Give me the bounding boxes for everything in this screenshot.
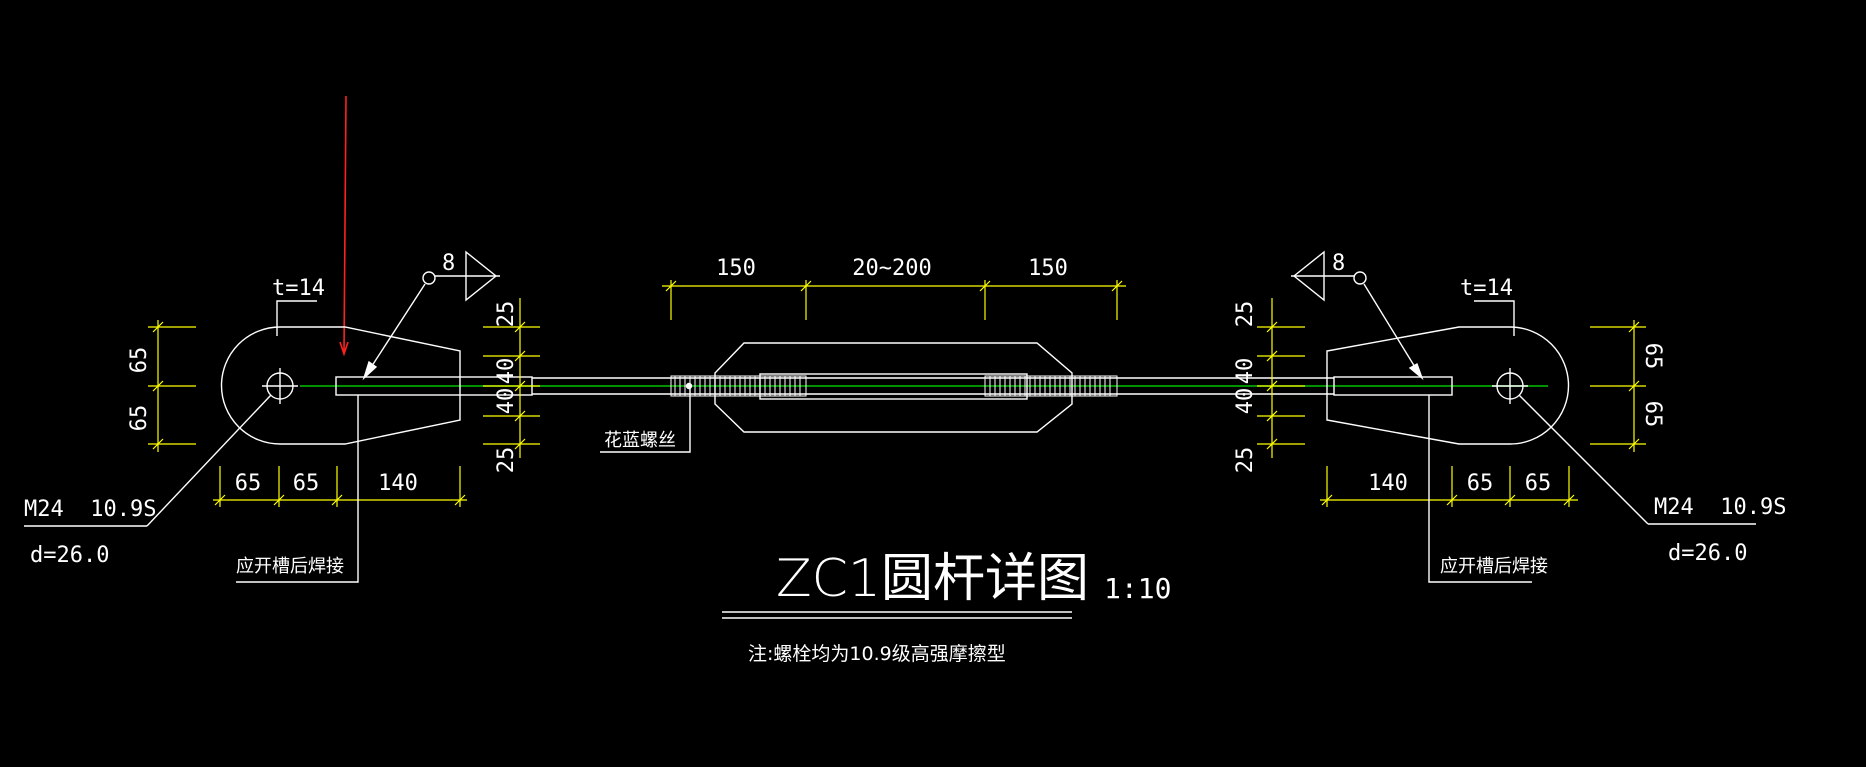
right-hdim-2: 65 <box>1467 471 1494 496</box>
right-hdim-1: 140 <box>1368 471 1408 496</box>
turnbuckle-dim-1: 150 <box>716 256 756 281</box>
left-bolt-hole <box>262 368 298 404</box>
right-thickness-label: t=14 <box>1460 276 1513 301</box>
right-plate-slot <box>1333 376 1453 396</box>
right-weld-size: 8 <box>1332 251 1345 276</box>
right-horizontal-dimension <box>1320 466 1578 507</box>
left-bolt-leader <box>24 394 272 527</box>
right-hole-label: d=26.0 <box>1668 541 1747 566</box>
turnbuckle-dimension <box>662 280 1126 320</box>
drawing-scale: 1:10 <box>1104 572 1171 605</box>
left-rod-dim-2: 40 <box>494 358 519 385</box>
left-thickness-leader <box>276 300 317 336</box>
turnbuckle-threads <box>670 375 1118 397</box>
right-thickness-leader <box>1474 300 1515 336</box>
left-hole-label: d=26.0 <box>30 543 109 568</box>
round-rod <box>532 377 1334 395</box>
left-bolt-label: M24 10.9S <box>24 497 156 522</box>
title-underline <box>722 611 1072 619</box>
right-vertical-dimension <box>1590 320 1646 452</box>
drawing-title: ZC1圆杆详图 <box>776 549 1089 609</box>
right-vdim-1: 65 <box>1640 343 1665 370</box>
turnbuckle-dim-3: 150 <box>1028 256 1068 281</box>
left-weld-symbol <box>362 250 500 381</box>
right-bolt-hole <box>1492 368 1528 404</box>
left-rod-dimension <box>483 298 540 458</box>
left-hdim-1: 65 <box>235 471 262 496</box>
right-bolt-leader <box>1518 394 1756 525</box>
right-slot-note: 应开槽后焊接 <box>1440 556 1548 577</box>
turnbuckle-dim-2: 20~200 <box>852 256 931 281</box>
left-slot-note: 应开槽后焊接 <box>236 556 344 577</box>
right-end-plate <box>1326 326 1570 445</box>
left-slot-leader <box>236 395 359 583</box>
right-rod-dim-3: 40 <box>1233 388 1258 415</box>
left-vertical-dimension <box>148 320 196 452</box>
red-marker-arrow <box>339 95 349 357</box>
left-hdim-2: 65 <box>293 471 320 496</box>
turnbuckle-label: 花蓝螺丝 <box>604 430 676 451</box>
left-horizontal-dimension <box>213 466 467 507</box>
right-rod-dim-2: 40 <box>1233 358 1258 385</box>
left-weld-size: 8 <box>442 251 455 276</box>
left-end-plate <box>220 326 461 445</box>
drawing-note: 注:螺栓均为10.9级高强摩擦型 <box>748 643 1006 665</box>
right-rod-dimension <box>1257 298 1305 458</box>
left-thickness-label: t=14 <box>272 276 325 301</box>
right-rod-dim-4: 25 <box>1233 447 1258 474</box>
right-vdim-2: 65 <box>1640 401 1665 428</box>
right-bolt-label: M24 10.9S <box>1654 495 1786 520</box>
left-hdim-3: 140 <box>378 471 418 496</box>
right-weld-symbol <box>1291 250 1424 381</box>
left-vdim-1: 65 <box>127 347 152 374</box>
right-slot-leader <box>1428 395 1532 583</box>
right-rod-dim-1: 25 <box>1233 301 1258 328</box>
left-rod-dim-3: 40 <box>494 388 519 415</box>
left-rod-dim-1: 25 <box>494 301 519 328</box>
turnbuckle-leader <box>600 382 693 453</box>
left-vdim-2: 65 <box>127 405 152 432</box>
left-rod-dim-4: 25 <box>494 447 519 474</box>
right-hdim-3: 65 <box>1525 471 1552 496</box>
